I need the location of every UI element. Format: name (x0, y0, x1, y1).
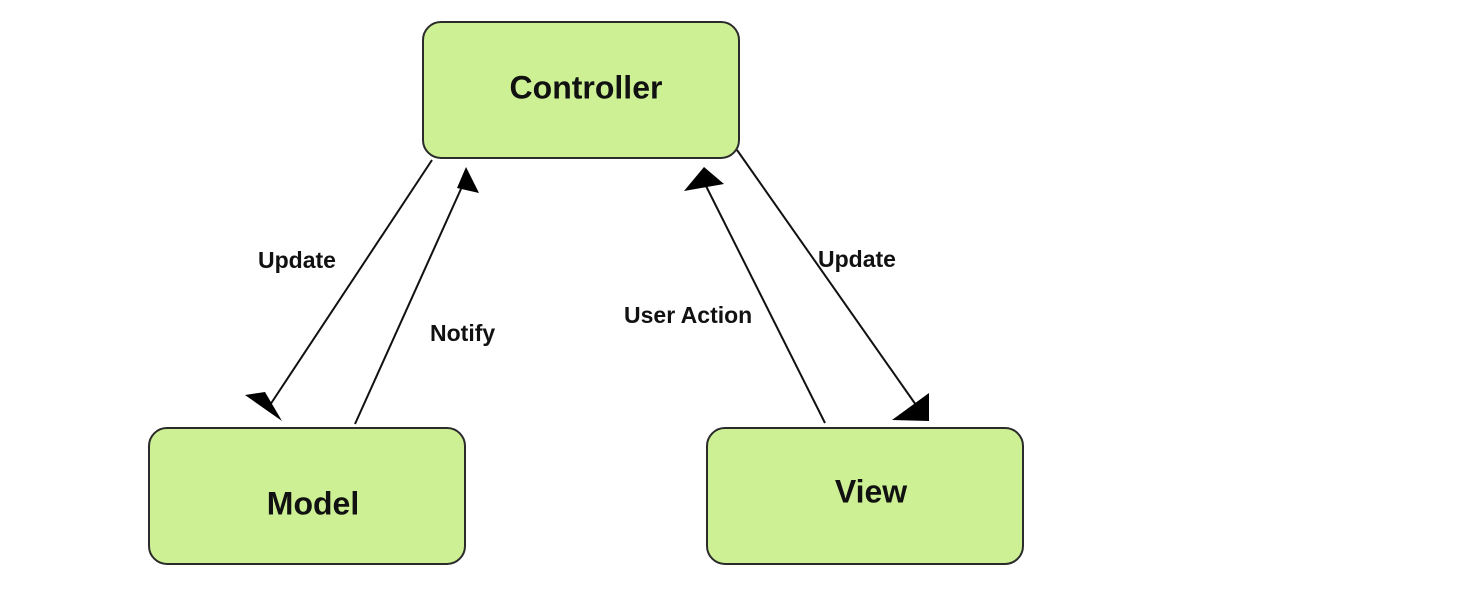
controller-node: Controller (422, 21, 740, 159)
edge-label-user-action: User Action (624, 302, 752, 328)
edge-controller-to-view: Update (736, 149, 929, 421)
edge-controller-to-model-line (269, 159, 433, 406)
edge-view-to-controller-line (702, 179, 826, 424)
edge-label-notify: Notify (430, 320, 495, 346)
edge-label-update-right: Update (818, 246, 896, 272)
arrowhead-up-right (684, 167, 724, 191)
controller-box (422, 21, 740, 159)
arrowhead-down-left (245, 392, 282, 421)
arrowhead-down-right (892, 393, 929, 421)
edge-model-to-controller: Notify (354, 167, 495, 425)
controller-label: Controller (510, 69, 663, 105)
model-node: Model (148, 427, 466, 565)
view-label: View (835, 473, 907, 509)
arrowhead-up-left (457, 167, 479, 193)
model-label: Model (267, 485, 359, 521)
edge-view-to-controller: User Action (624, 167, 826, 424)
edge-controller-to-view-line (736, 149, 917, 406)
edge-label-update-left: Update (258, 247, 336, 273)
model-box (148, 427, 466, 565)
view-node: View (706, 427, 1024, 565)
edge-controller-to-model: Update (245, 159, 433, 421)
edge-model-to-controller-line (354, 179, 466, 425)
view-box (706, 427, 1024, 565)
